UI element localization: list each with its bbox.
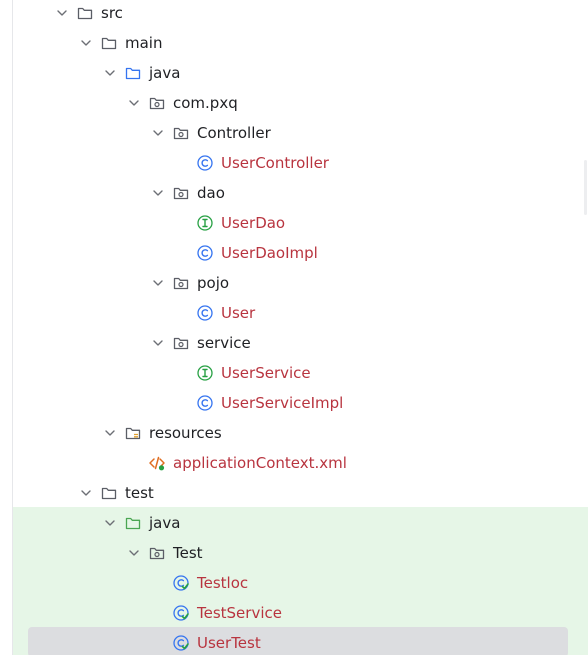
package-icon xyxy=(172,184,190,202)
tree-node-test[interactable]: test xyxy=(0,478,588,508)
tree-gutter-divider xyxy=(12,0,13,655)
chevron-down-icon[interactable] xyxy=(78,485,94,501)
chevron-down-icon[interactable] xyxy=(102,65,118,81)
tree-node-label: Test xyxy=(173,544,203,562)
class-icon xyxy=(196,394,214,412)
tree-node-label: pojo xyxy=(197,274,230,292)
tree-node-userserviceimpl[interactable]: UserServiceImpl xyxy=(0,388,588,418)
tree-node-dao[interactable]: dao xyxy=(0,178,588,208)
test-class-icon xyxy=(172,574,190,592)
source-folder-icon xyxy=(124,64,142,82)
folder-icon xyxy=(100,34,118,52)
tree-node-label: UserController xyxy=(221,154,329,172)
class-icon xyxy=(196,244,214,262)
chevron-down-icon[interactable] xyxy=(54,5,70,21)
tree-node-main[interactable]: main xyxy=(0,28,588,58)
tree-node-userdao[interactable]: UserDao xyxy=(0,208,588,238)
chevron-down-icon[interactable] xyxy=(126,95,142,111)
tree-node-label: Testloc xyxy=(197,574,249,592)
tree-node-label: applicationContext.xml xyxy=(173,454,347,472)
tree-node-label: UserDaoImpl xyxy=(221,244,318,262)
tree-node-label: Controller xyxy=(197,124,271,142)
tree-node-label: UserServiceImpl xyxy=(221,394,344,412)
folder-icon xyxy=(100,484,118,502)
tree-node-label: src xyxy=(101,4,123,22)
tree-node-user[interactable]: User xyxy=(0,298,588,328)
xml-file-icon xyxy=(148,454,166,472)
tree-node-label: java xyxy=(149,514,181,532)
folder-icon xyxy=(76,4,94,22)
tree-node-usertest[interactable]: UserTest xyxy=(0,628,588,655)
chevron-down-icon[interactable] xyxy=(150,125,166,141)
tree-node-usercontroller[interactable]: UserController xyxy=(0,148,588,178)
tree-node-userservice[interactable]: UserService xyxy=(0,358,588,388)
chevron-down-icon[interactable] xyxy=(102,515,118,531)
chevron-down-icon[interactable] xyxy=(150,185,166,201)
package-icon xyxy=(172,334,190,352)
chevron-down-icon[interactable] xyxy=(126,545,142,561)
chevron-down-icon[interactable] xyxy=(78,35,94,51)
package-icon xyxy=(172,274,190,292)
chevron-down-icon[interactable] xyxy=(102,425,118,441)
chevron-down-icon[interactable] xyxy=(150,275,166,291)
class-icon xyxy=(196,154,214,172)
tree-node-label: test xyxy=(125,484,154,502)
interface-icon xyxy=(196,364,214,382)
tree-node-applicationcontext-xml[interactable]: applicationContext.xml xyxy=(0,448,588,478)
tree-node-label: UserTest xyxy=(197,634,261,652)
tree-node-label: resources xyxy=(149,424,222,442)
tree-node-label: com.pxq xyxy=(173,94,238,112)
tree-node-resources[interactable]: resources xyxy=(0,418,588,448)
tree-node-userdaoimpl[interactable]: UserDaoImpl xyxy=(0,238,588,268)
package-icon xyxy=(172,124,190,142)
test-folder-icon xyxy=(124,514,142,532)
test-class-icon xyxy=(172,604,190,622)
tree-node-pojo[interactable]: pojo xyxy=(0,268,588,298)
tree-node-label: dao xyxy=(197,184,225,202)
tree-node-com-pxq[interactable]: com.pxq xyxy=(0,88,588,118)
test-class-icon xyxy=(172,634,190,652)
tree-node-java[interactable]: java xyxy=(0,508,588,538)
tree-node-controller[interactable]: Controller xyxy=(0,118,588,148)
selected-row-highlight xyxy=(28,627,568,655)
vertical-scrollbar-thumb[interactable] xyxy=(584,160,587,215)
tree-node-testservice[interactable]: TestService xyxy=(0,598,588,628)
tree-node-src[interactable]: src xyxy=(0,0,588,28)
tree-node-label: service xyxy=(197,334,251,352)
tree-node-label: User xyxy=(221,304,256,322)
chevron-down-icon[interactable] xyxy=(150,335,166,351)
resources-folder-icon xyxy=(124,424,142,442)
tree-node-test[interactable]: Test xyxy=(0,538,588,568)
tree-node-service[interactable]: service xyxy=(0,328,588,358)
package-icon xyxy=(148,94,166,112)
class-icon xyxy=(196,304,214,322)
tree-node-label: UserDao xyxy=(221,214,286,232)
tree-node-testloc[interactable]: Testloc xyxy=(0,568,588,598)
tree-node-label: TestService xyxy=(197,604,282,622)
tree-node-label: UserService xyxy=(221,364,311,382)
interface-icon xyxy=(196,214,214,232)
package-icon xyxy=(148,544,166,562)
tree-node-label: java xyxy=(149,64,181,82)
tree-node-label: main xyxy=(125,34,163,52)
tree-node-java[interactable]: java xyxy=(0,58,588,88)
